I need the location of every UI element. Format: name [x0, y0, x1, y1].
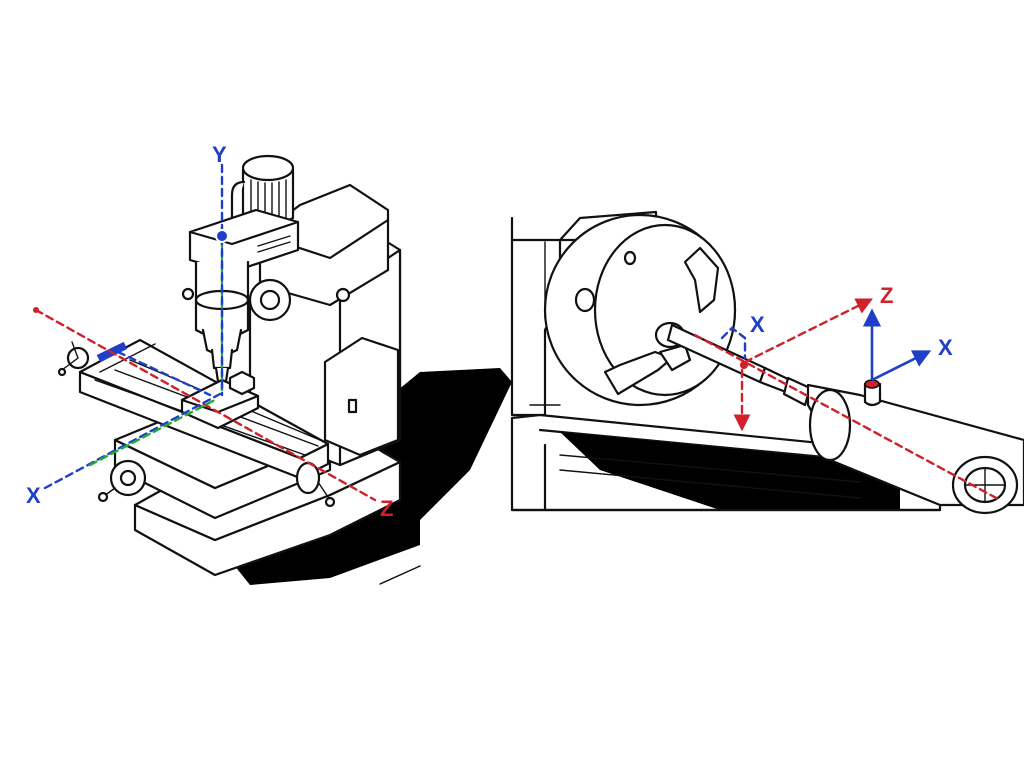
lathe-z-axis-arrow: [743, 298, 874, 364]
mill-shadow-bolt: [379, 565, 421, 585]
mill-control-box: [323, 336, 400, 457]
lathe-chuck-jaw-top: [683, 246, 720, 314]
mill-quill-knob-center: [259, 289, 281, 311]
mill-y-axis-point: [215, 229, 229, 243]
mill-z-axis-label: Z: [380, 496, 393, 521]
lathe-z-axis-line: [693, 333, 1002, 502]
mill-workpiece: [228, 370, 256, 396]
mill-control-switch: [347, 398, 358, 414]
mill-motor-pipe: [230, 180, 246, 224]
lathe-z-axis-label: Z: [880, 283, 893, 308]
milling-machine: Y X Z: [26, 142, 512, 585]
mill-y-handwheel: [97, 459, 147, 503]
lathe-bed-way-front: [510, 443, 942, 512]
lathe-chuck-jaw-bottom: [658, 343, 692, 372]
lathe: Z X X: [510, 210, 1024, 515]
lathe-tailstock-quill: [782, 376, 812, 407]
lathe-cut-point: [740, 361, 748, 369]
mill-motor-fins: [250, 179, 287, 229]
lathe-chuck-hole-2: [623, 250, 637, 266]
lathe-tailstock-front: [808, 388, 852, 462]
lathe-tailstock-post: [863, 382, 882, 407]
mill-z-axis-line: [34, 308, 377, 502]
mill-column-bolt: [335, 287, 351, 303]
lathe-chuck-hole-1: [574, 287, 596, 313]
lathe-x-axis-bracket: [720, 326, 747, 360]
mill-side-lever: [181, 287, 195, 301]
lathe-tailstock-post-cap: [864, 379, 880, 389]
lathe-bed-rail: [559, 454, 861, 499]
mill-x-axis-label: X: [26, 483, 41, 508]
lathe-tailstock-x-arrow: [871, 350, 932, 382]
mill-motor-cap: [241, 154, 295, 182]
mill-y-axis-label: Y: [212, 142, 227, 167]
mill-x-axis-line-back: [116, 350, 212, 397]
mill-table-centerline: [88, 398, 217, 467]
lathe-tailstock-handwheel: [951, 455, 1019, 515]
mill-x-handwheel-left: [57, 341, 90, 377]
lathe-tailstock-x-axis-label: X: [938, 335, 953, 360]
lathe-chuck-x-axis-label: X: [750, 312, 765, 337]
mill-x-axis-line: [43, 392, 222, 490]
mill-z-axis-start: [33, 307, 39, 313]
mill-head-vents: [257, 235, 291, 253]
